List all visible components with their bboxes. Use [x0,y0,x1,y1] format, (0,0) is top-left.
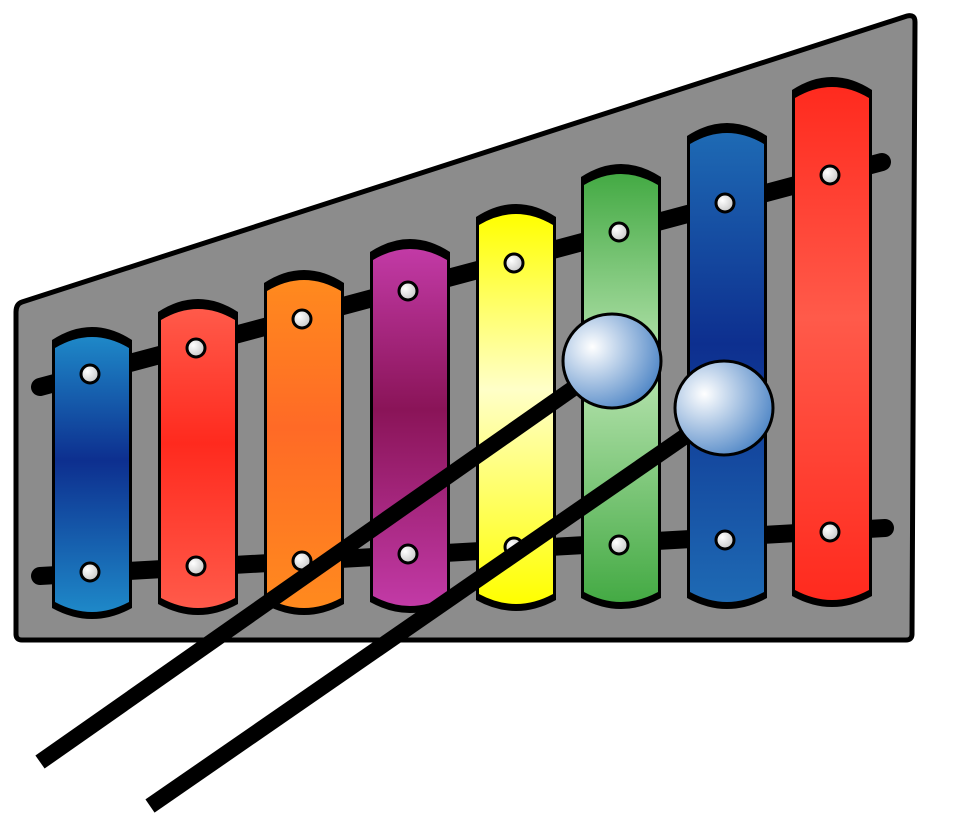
xylophone-bar-3 [264,270,344,615]
mallet-head [673,359,775,457]
mallet [35,312,663,769]
mallet-stick [145,419,705,813]
rivet [608,221,630,243]
rivet [397,280,419,302]
rivet [185,337,207,359]
rivet [819,521,841,543]
xylophone-bar-2 [158,299,238,615]
bar-face [267,280,341,608]
bar-face [795,87,869,600]
bar-face [479,214,553,604]
rivet [291,308,313,330]
mallet-stick [35,371,593,769]
rivet [397,543,419,565]
xylophone-bar-5 [476,204,556,611]
xylophone-bar-1 [52,327,132,619]
rivet [608,534,630,556]
rivet [714,192,736,214]
mallet [145,359,775,813]
xylophone-bar-4 [370,239,450,613]
rivet [714,529,736,551]
bar-face [161,309,235,608]
mallet-head [561,312,663,410]
rivet [79,561,101,583]
rivet [79,363,101,385]
xylophone-bar-8 [792,77,872,607]
bar-face [55,337,129,612]
rivet [819,164,841,186]
xylophone-bars [52,77,872,619]
rivet [503,252,525,274]
rivet [185,555,207,577]
